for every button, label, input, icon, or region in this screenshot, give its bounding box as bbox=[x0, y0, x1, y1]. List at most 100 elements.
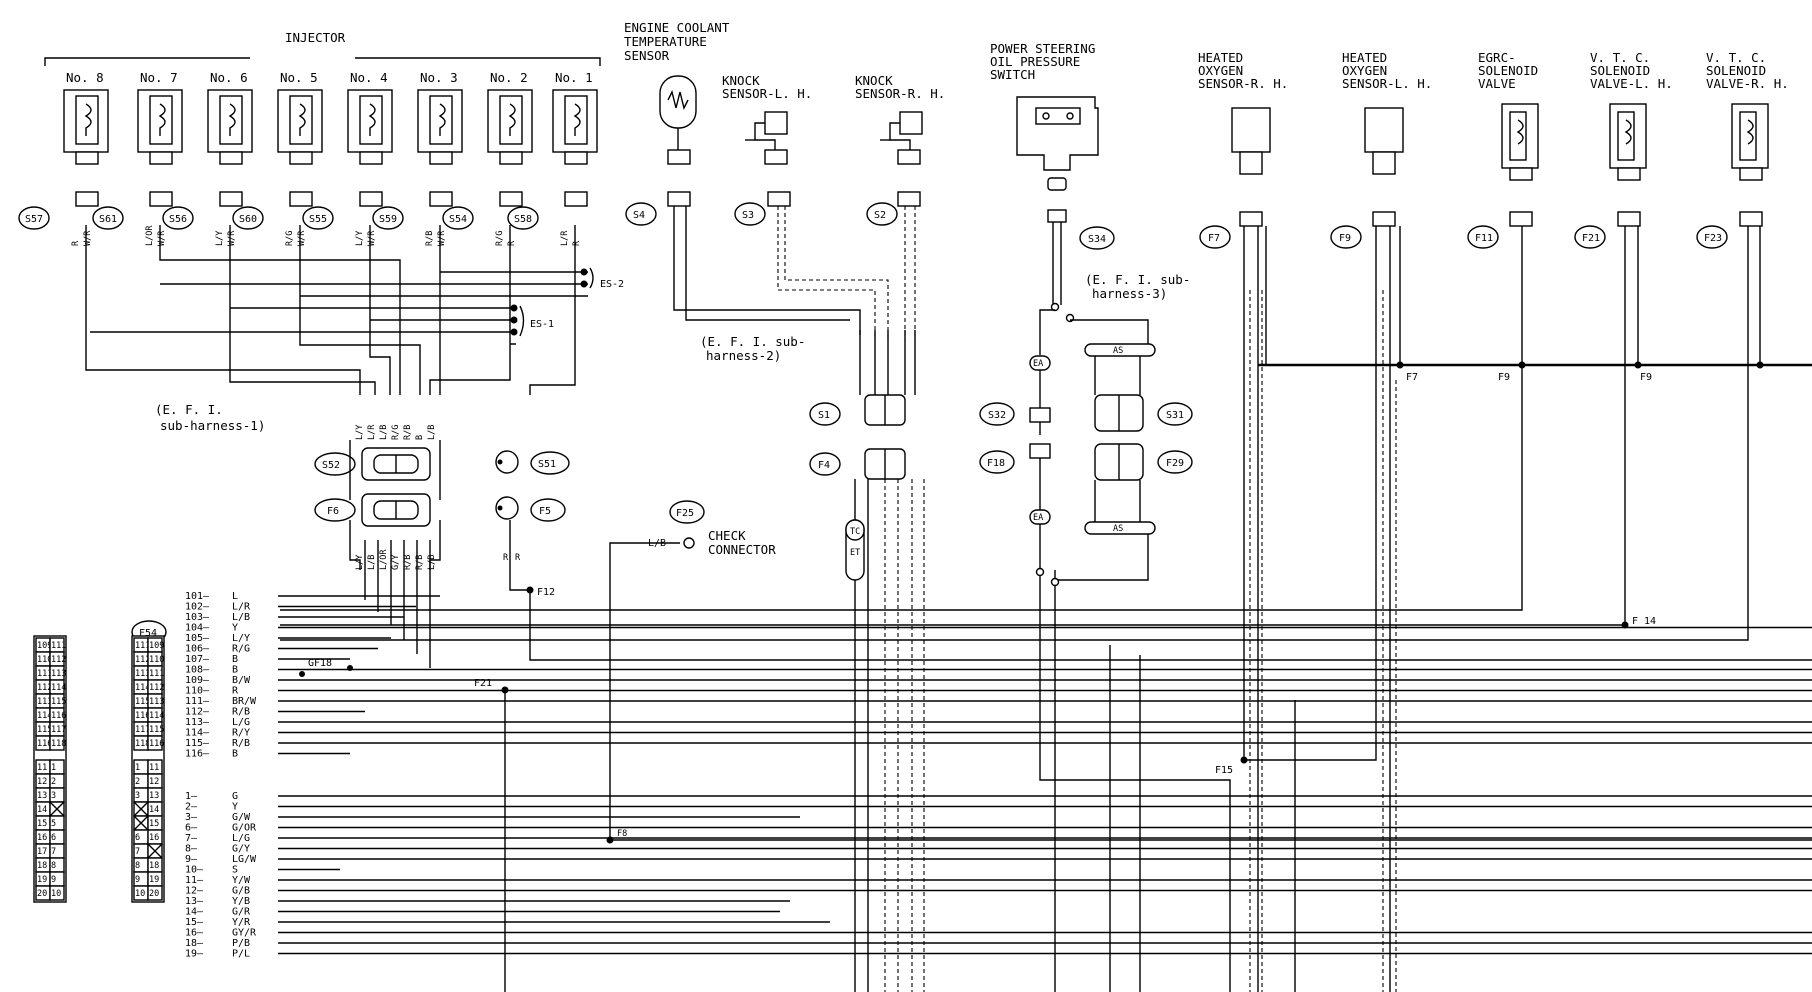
subharness-3: AS EA S32 S31 F18 F29 EA AS bbox=[979, 309, 1231, 992]
ecm-pin-wire: LG/W bbox=[232, 854, 257, 865]
ecm-grid-cell: 10 bbox=[135, 889, 145, 899]
bundle-wire-label: L/B bbox=[427, 425, 437, 440]
ecm-pin-number: 8— bbox=[185, 844, 198, 855]
bundle-wire-label: B bbox=[415, 435, 425, 440]
ecm-pin-wire: R/G bbox=[232, 644, 250, 655]
vtc-rh-title-2: SOLENOID bbox=[1706, 63, 1766, 78]
ecm-grid-cell: 114 bbox=[149, 711, 164, 721]
subharness3-line1: (E. F. I. sub- bbox=[1085, 272, 1190, 287]
ecm-pin-number: 15— bbox=[185, 917, 204, 928]
connector-f4-label: F4 bbox=[818, 460, 830, 471]
ecm-pin-number: 101— bbox=[185, 591, 210, 602]
splice-es2: ES-2 bbox=[160, 267, 624, 297]
ecm-pin-row: 108—B bbox=[185, 665, 1812, 676]
injector-wire-a: R/B bbox=[425, 231, 435, 246]
injector-wire-b: W/R bbox=[437, 230, 447, 246]
ecm-pin-wire: L/Y bbox=[232, 633, 250, 644]
ecm-pin-wire: L bbox=[232, 591, 238, 602]
connector-s52-label: S52 bbox=[322, 460, 340, 471]
injector-wire-a: R/G bbox=[495, 231, 505, 246]
o2-rh-title-1: HEATED bbox=[1198, 50, 1243, 65]
connector-s4-label: S4 bbox=[633, 210, 645, 221]
ecm-pin-number: 9— bbox=[185, 854, 198, 865]
o2-rh-title-3: SENSOR-R. H. bbox=[1198, 76, 1288, 91]
ecm-grid-cell: 2 bbox=[135, 777, 140, 787]
connector-s2-label: S2 bbox=[874, 210, 886, 221]
injector-connector-label: S61 bbox=[99, 214, 117, 225]
bundle-wire-label: R/B bbox=[403, 555, 413, 570]
injector-connector bbox=[564, 191, 588, 207]
ecm-grid-cell: 1 bbox=[51, 763, 56, 773]
connector-f11-label: F11 bbox=[1475, 233, 1493, 244]
ecm-pin-row: 2—Y bbox=[185, 802, 1812, 813]
ecm-pin-row: 19—P/L bbox=[185, 949, 1812, 960]
connector-f18-label: F18 bbox=[987, 458, 1005, 469]
ecm-pin-number: 104— bbox=[185, 623, 210, 634]
connector-s51: S51 bbox=[495, 450, 570, 475]
injector-wire-b: W/R bbox=[297, 230, 307, 246]
vtc-lh-title-1: V. T. C. bbox=[1590, 50, 1650, 65]
ecm-pin-row: 113—L/G bbox=[185, 717, 1812, 728]
ecm-pin-number: 103— bbox=[185, 612, 210, 623]
junction-f9b: F9 bbox=[1640, 372, 1652, 383]
ecm-grid-cell: 20 bbox=[37, 889, 47, 899]
ecm-pin-list-upper: 101—L102—L/R103—L/B104—Y105—L/Y106—R/G10… bbox=[185, 591, 1812, 760]
ecm-grid-cell: 15 bbox=[149, 819, 159, 829]
injector-wire-b: R bbox=[572, 240, 582, 246]
egrc-title-2: SOLENOID bbox=[1478, 63, 1538, 78]
ecm-grid-cell: 116 bbox=[37, 739, 52, 749]
connector-s34-label: S34 bbox=[1088, 234, 1106, 245]
subharness1-line2: sub-harness-1) bbox=[160, 418, 265, 433]
connector-f5: F5 bbox=[495, 496, 566, 522]
ecm-pin-row: 106— R/G bbox=[185, 644, 378, 655]
ecm-pin-row: 14—G/R bbox=[185, 907, 780, 918]
ecm-pin-row: 1—G bbox=[185, 791, 1812, 802]
bundle-wire-label: R/B bbox=[403, 425, 413, 440]
connector-s51-label: S51 bbox=[538, 459, 556, 470]
ecm-grid-cell: 112 bbox=[135, 655, 150, 665]
injector-wire-b: W/R bbox=[367, 230, 377, 246]
ecm-grid-cell: 19 bbox=[149, 875, 159, 885]
connector-f6: F6 bbox=[314, 493, 431, 527]
ecm-pin-number: 14— bbox=[185, 907, 204, 918]
injector-connector-label: S57 bbox=[25, 214, 43, 225]
ecm-pin-row: 7—L/G bbox=[185, 833, 1812, 844]
ecm-pin-wire: L/B bbox=[232, 612, 250, 623]
ecm-grid-cell: 111 bbox=[135, 641, 150, 651]
o2-rh-title-2: OXYGEN bbox=[1198, 63, 1243, 78]
ecm-pin-row: 3—G/W bbox=[185, 812, 800, 823]
ecm-pin-row: 102—L/R bbox=[185, 602, 416, 613]
connector-f6-label: F6 bbox=[327, 506, 339, 517]
ecm-pin-number: 16— bbox=[185, 928, 204, 939]
o2-lh-title-3: SENSOR-L. H. bbox=[1342, 76, 1432, 91]
ecm-pin-row: 111—BR/W bbox=[185, 696, 1812, 707]
egrc-solenoid: EGRC- SOLENOID VALVE F11 F9 bbox=[280, 50, 1539, 611]
ecm-pin-number: 115— bbox=[185, 738, 210, 749]
injector-wire-a: L/Y bbox=[215, 231, 225, 246]
ecm-grid-cell: 111 bbox=[149, 669, 164, 679]
subharness-2: (E. F. I. sub- harness-2) S1 F4 ET TC bbox=[700, 330, 925, 992]
ecm-pin-number: 105— bbox=[185, 633, 210, 644]
ecm-pin-wire: GY/R bbox=[232, 928, 257, 939]
power-steering-switch: POWER STEERING OIL PRESSURE SWITCH S34 (… bbox=[990, 41, 1190, 323]
ecm-grid-cell: 109 bbox=[149, 641, 164, 651]
ecm-pin-wire: G/B bbox=[232, 886, 250, 897]
ecm-pin-wire: G/OR bbox=[232, 823, 257, 834]
ecm-pin-row: 12—G/B bbox=[185, 886, 1812, 897]
ecm-pin-number: 106— bbox=[185, 644, 210, 655]
ecm-grid-cell: 15 bbox=[37, 819, 47, 829]
coolant-sensor-title-2: TEMPERATURE bbox=[624, 34, 707, 49]
ecm-grid-cell: 113 bbox=[149, 697, 164, 707]
injector-label: No. 8 bbox=[66, 70, 104, 85]
knock-lh-title-1: KNOCK bbox=[722, 73, 760, 88]
injector-wire-b: W/R bbox=[157, 230, 167, 246]
injector-connector-label: S56 bbox=[169, 214, 187, 225]
ecm-pin-row: 105— L/Y bbox=[185, 633, 391, 644]
junction-f12: F12 bbox=[537, 587, 555, 598]
splice-es1-label: ES-1 bbox=[530, 319, 554, 330]
ecm-grid-cell: 12 bbox=[37, 777, 47, 787]
